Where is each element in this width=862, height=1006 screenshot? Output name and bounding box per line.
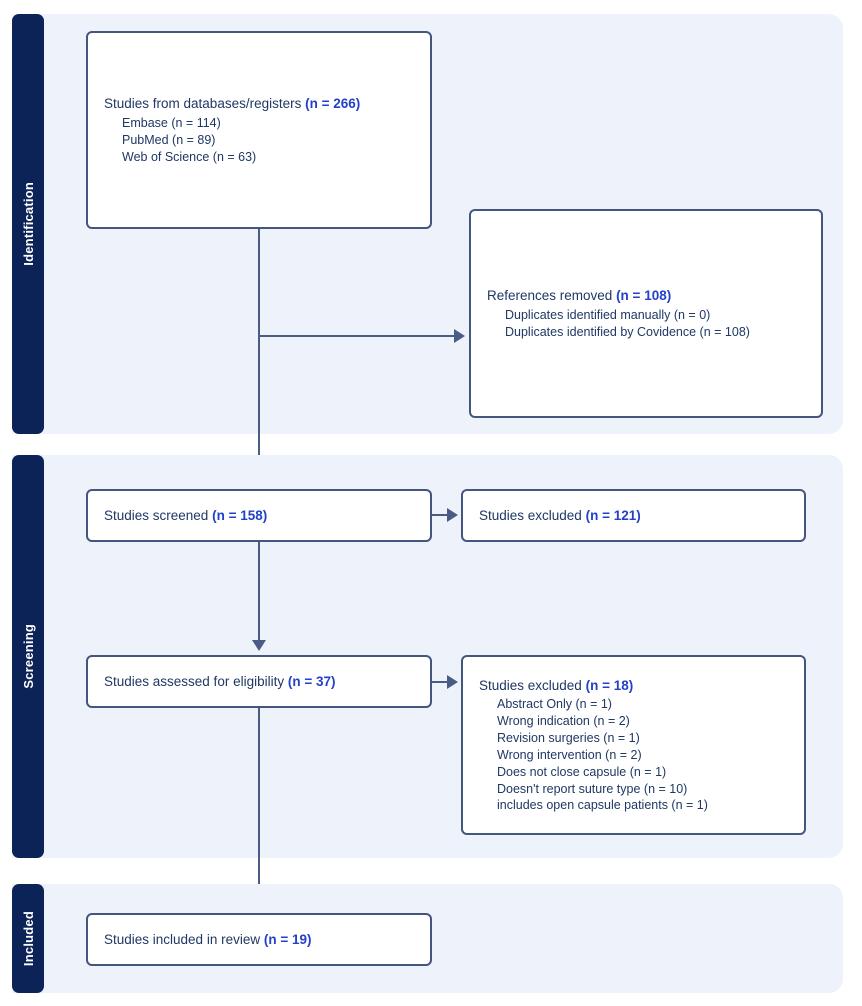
studies-excluded-eligibility-reason-list: Abstract Only (n = 1) Wrong indication (… [479, 696, 790, 814]
node-studies-assessed-title: Studies assessed for eligibility (n = 37… [104, 673, 336, 689]
node-studies-screened-content: Studies screened (n = 158) [88, 506, 430, 526]
stage-strip-included: Included [12, 884, 44, 993]
node-studies-excluded-eligibility-title: Studies excluded (n = 18) [479, 677, 634, 693]
arrowhead-right-to-references-removed [454, 329, 465, 343]
list-item: Wrong intervention (n = 2) [497, 747, 642, 762]
stage-label-screening: Screening [20, 624, 36, 689]
stage-strip-screening: Screening [12, 455, 44, 858]
connector-to-references-removed [258, 335, 456, 337]
node-references-removed-content: References removed (n = 108) Duplicates … [471, 286, 821, 340]
list-item: Web of Science (n = 63) [122, 149, 257, 164]
list-item: Abstract Only (n = 1) [497, 697, 612, 712]
node-studies-excluded-screening-content: Studies excluded (n = 121) [463, 506, 804, 526]
connector-assessed-to-excluded [432, 681, 449, 683]
list-item: Does not close capsule (n = 1) [497, 764, 667, 779]
node-studies-excluded-screening-title: Studies excluded (n = 121) [479, 507, 641, 523]
arrowhead-right-to-excluded-screening [447, 508, 458, 522]
count-studies-excluded-eligibility: (n = 18) [585, 677, 634, 693]
list-item: Doesn't report suture type (n = 10) [497, 781, 688, 796]
stage-label-identification: Identification [20, 182, 36, 266]
stage-strip-identification: Identification [12, 14, 44, 434]
node-studies-included-title: Studies included in review (n = 19) [104, 931, 312, 947]
node-records-identified-content: Studies from databases/registers (n = 26… [88, 94, 430, 165]
node-studies-included: Studies included in review (n = 19) [86, 913, 432, 966]
list-item: includes open capsule patients (n = 1) [497, 798, 708, 813]
list-item: Embase (n = 114) [122, 115, 221, 130]
count-references-removed: (n = 108) [616, 288, 672, 304]
list-item: Duplicates identified by Covidence (n = … [505, 324, 750, 339]
node-references-removed-title: References removed (n = 108) [487, 288, 672, 304]
count-studies-included: (n = 19) [263, 931, 312, 947]
count-records-identified: (n = 266) [305, 96, 361, 112]
records-identified-source-list: Embase (n = 114) PubMed (n = 89) Web of … [104, 115, 416, 166]
count-studies-screened: (n = 158) [212, 507, 268, 523]
count-studies-assessed: (n = 37) [287, 673, 336, 689]
node-studies-assessed: Studies assessed for eligibility (n = 37… [86, 655, 432, 708]
stage-label-included: Included [20, 910, 36, 967]
node-studies-excluded-eligibility-content: Studies excluded (n = 18) Abstract Only … [463, 676, 804, 815]
node-studies-excluded-screening: Studies excluded (n = 121) [461, 489, 806, 542]
references-removed-reason-list: Duplicates identified manually (n = 0) D… [487, 307, 807, 341]
node-references-removed: References removed (n = 108) Duplicates … [469, 209, 823, 418]
connector-screened-to-excluded [432, 514, 449, 516]
count-studies-excluded-screening: (n = 121) [585, 507, 641, 523]
node-studies-assessed-content: Studies assessed for eligibility (n = 37… [88, 672, 430, 692]
node-studies-included-content: Studies included in review (n = 19) [88, 930, 430, 950]
connector-identification-to-screening [258, 229, 260, 474]
node-studies-screened-title: Studies screened (n = 158) [104, 507, 268, 523]
arrowhead-right-to-excluded-eligibility [447, 675, 458, 689]
list-item: PubMed (n = 89) [122, 132, 216, 147]
list-item: Wrong indication (n = 2) [497, 714, 630, 729]
list-item: Duplicates identified manually (n = 0) [505, 307, 711, 322]
list-item: Revision surgeries (n = 1) [497, 730, 640, 745]
arrowhead-down-to-assessed [252, 640, 266, 651]
node-studies-screened: Studies screened (n = 158) [86, 489, 432, 542]
node-studies-excluded-eligibility: Studies excluded (n = 18) Abstract Only … [461, 655, 806, 835]
connector-screened-to-assessed [258, 542, 260, 642]
node-records-identified-title: Studies from databases/registers (n = 26… [104, 96, 361, 112]
node-records-identified: Studies from databases/registers (n = 26… [86, 31, 432, 229]
connector-assessed-to-included [258, 708, 260, 904]
